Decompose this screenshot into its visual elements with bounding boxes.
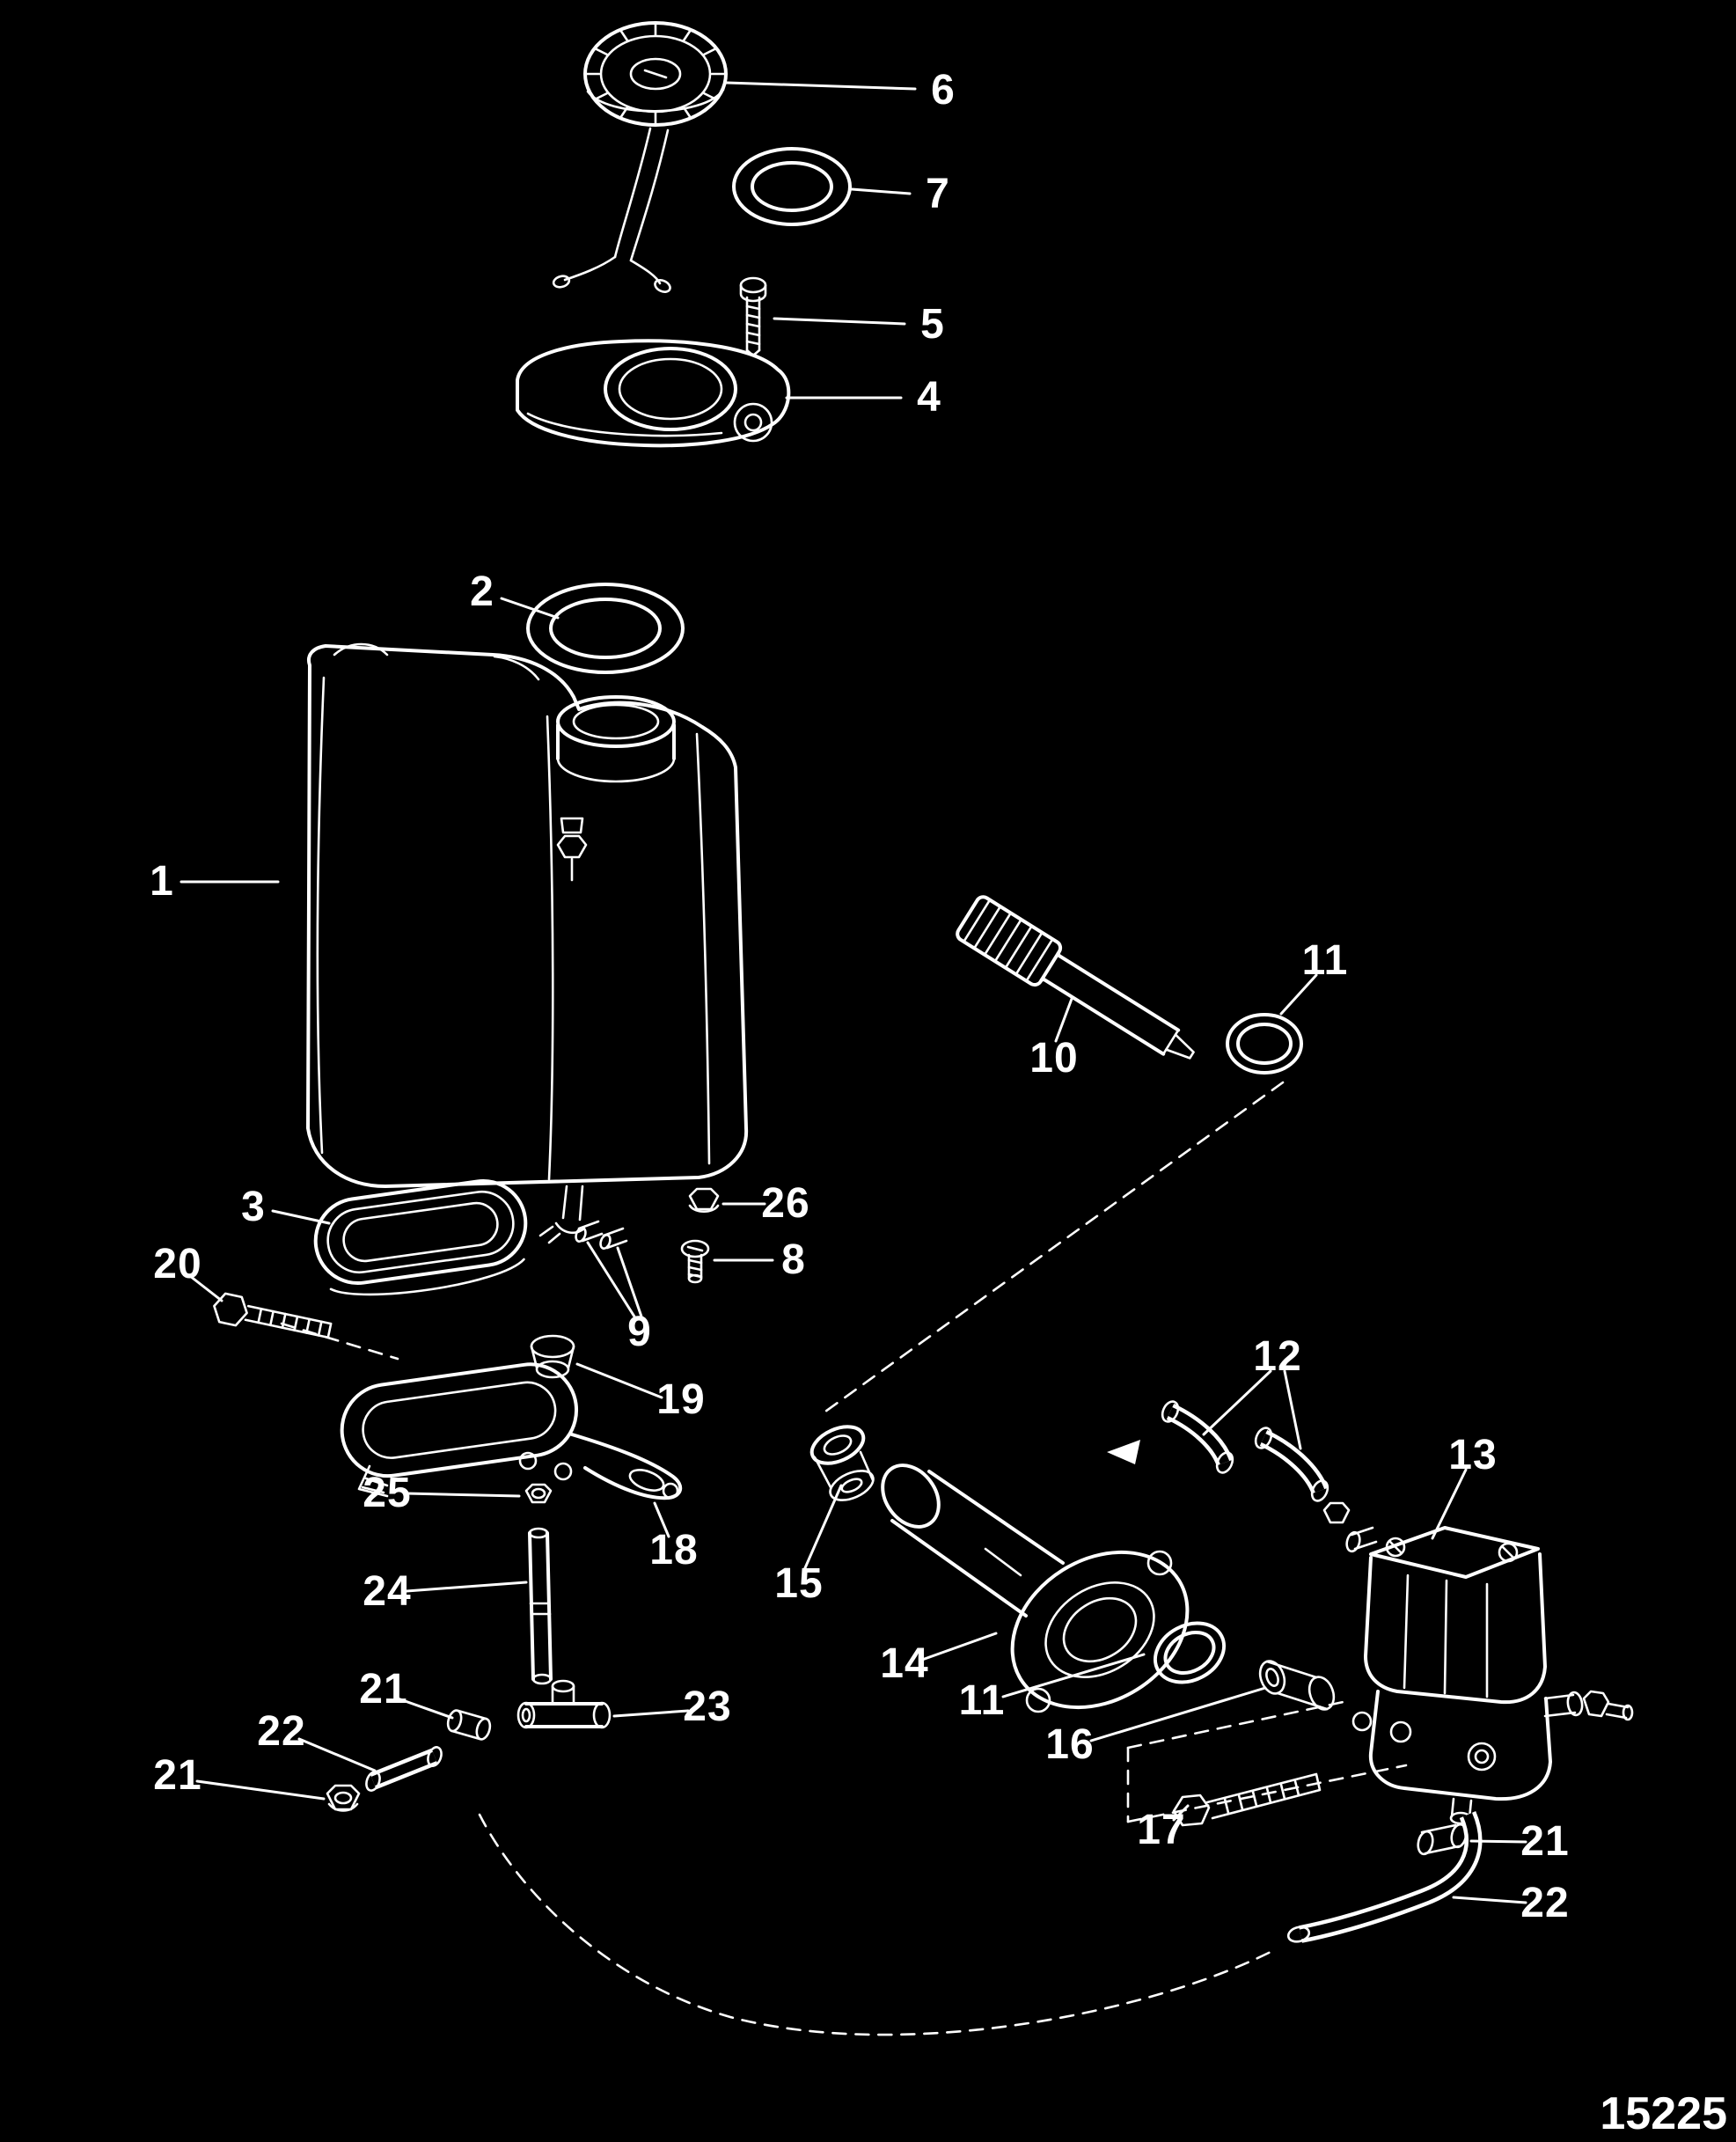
hoses-12-drawing (1161, 1400, 1378, 1553)
bolt-17-drawing (1172, 1772, 1322, 1827)
clamp-21c-drawing (1417, 1823, 1468, 1856)
callout-part-14: 14 (880, 1640, 929, 1687)
screw-5-drawing (739, 276, 767, 357)
plug-19-drawing (530, 1334, 575, 1379)
callout-part-18: 18 (649, 1527, 699, 1573)
spacer-16-drawing (1258, 1660, 1336, 1711)
hose-22a-drawing (365, 1746, 443, 1792)
tee-fitting-drawing (516, 1679, 612, 1729)
callout-part-17: 17 (1137, 1807, 1186, 1853)
callout-part-12: 12 (1253, 1333, 1302, 1380)
flow-arrow (1107, 1440, 1140, 1464)
callout-part-7: 7 (926, 171, 950, 217)
pins-9-drawing (575, 1220, 628, 1251)
neck-seal-drawing (526, 583, 685, 674)
assembly-dashed-lines (280, 1081, 1408, 2036)
callout-part-15: 15 (774, 1560, 824, 1607)
oring-11b-drawing (1153, 1621, 1227, 1684)
callout-part-8: 8 (781, 1236, 806, 1283)
adapter-housing-drawing (881, 1463, 1190, 1713)
callout-part-20: 20 (153, 1241, 202, 1287)
grommet-drawing (313, 1178, 528, 1296)
callout-part-26: 26 (761, 1180, 810, 1227)
callout-part-23: 23 (683, 1684, 732, 1730)
callout-part-24: 24 (363, 1568, 412, 1615)
callout-part-21c: 21 (1520, 1818, 1570, 1865)
oring-11a-drawing (1226, 1013, 1303, 1075)
callout-leader-lines (179, 81, 1527, 1904)
drive-shaft-drawing (956, 895, 1195, 1060)
callout-part-19: 19 (656, 1376, 706, 1423)
callout-part-16: 16 (1045, 1721, 1095, 1768)
callout-part-22a: 22 (257, 1708, 306, 1755)
oil-tank-drawing (306, 642, 749, 1244)
tube-24-drawing (528, 1527, 553, 1685)
bushing-15-drawing (809, 1425, 875, 1501)
callout-part-11a: 11 (1301, 937, 1349, 984)
bolt-20-drawing (213, 1292, 333, 1339)
hose-22b-drawing (1286, 1811, 1483, 1943)
callout-part-1: 1 (150, 858, 174, 905)
callout-part-11b: 11 (958, 1677, 1006, 1724)
callout-part-2: 2 (470, 569, 494, 615)
callout-part-22b: 22 (1520, 1880, 1570, 1926)
callout-part-21a: 21 (359, 1666, 408, 1713)
callout-part-3: 3 (241, 1184, 266, 1230)
nut-25-drawing (524, 1483, 553, 1504)
callout-part-6: 6 (931, 67, 956, 114)
nut-26-drawing (688, 1187, 720, 1214)
callout-part-10: 10 (1029, 1035, 1079, 1082)
callout-part-25: 25 (363, 1470, 412, 1516)
clamp-21a-drawing (446, 1709, 492, 1741)
callout-part-4: 4 (917, 374, 941, 421)
callout-part-5: 5 (920, 301, 945, 348)
filler-cap-drawing (552, 21, 728, 293)
callout-part-21b: 21 (153, 1752, 202, 1799)
nut-21b-drawing (326, 1784, 361, 1812)
cap-gasket-drawing (732, 147, 852, 226)
callout-part-9: 9 (627, 1309, 652, 1355)
drawing-number: 15225 (1600, 2088, 1727, 2139)
bracket-drawing (340, 1362, 683, 1500)
oil-pump-drawing (1351, 1526, 1634, 1825)
screw-8-drawing (680, 1239, 710, 1284)
callout-part-13: 13 (1448, 1432, 1498, 1478)
flange-plate-drawing (516, 339, 791, 448)
